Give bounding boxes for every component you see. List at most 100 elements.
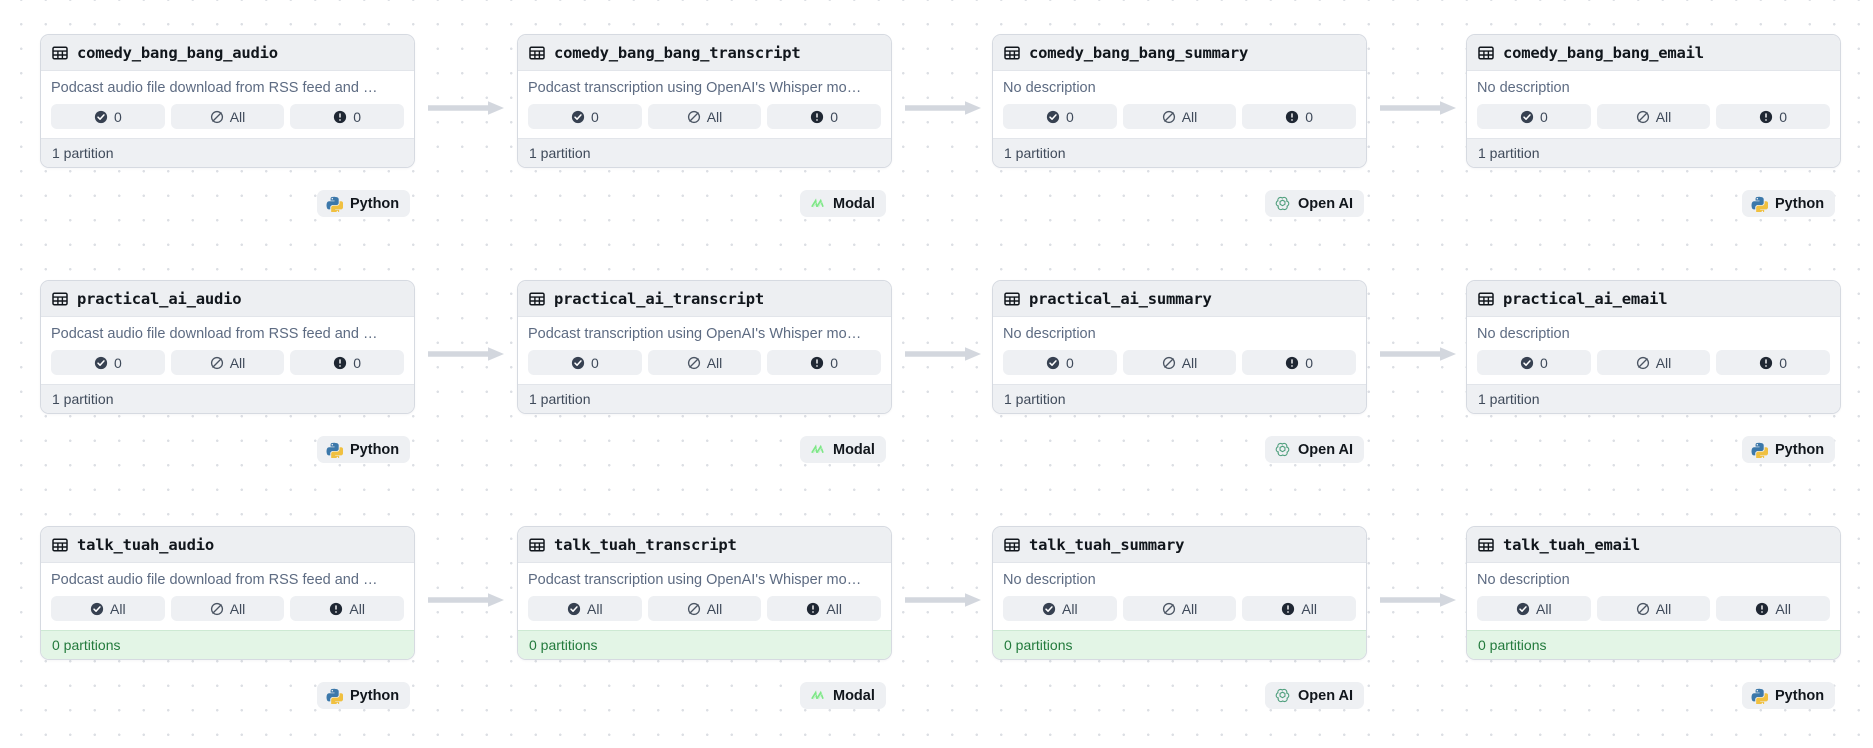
table-grid-icon: [529, 291, 545, 306]
asset-node-header[interactable]: talk_tuah_email: [1467, 527, 1840, 563]
tech-badge-python[interactable]: Python: [317, 682, 411, 709]
asset-stat-chip[interactable]: 0: [1477, 104, 1591, 129]
asset-node[interactable]: practical_ai_transcript Podcast transcri…: [517, 280, 892, 414]
asset-stat-chip[interactable]: All: [647, 596, 762, 621]
tech-badge-open-ai[interactable]: Open AI: [1265, 436, 1365, 463]
asset-stat-chip[interactable]: 0: [1003, 350, 1117, 375]
asset-node[interactable]: talk_tuah_summary No description All All: [992, 526, 1367, 660]
asset-stat-chip[interactable]: All: [1596, 104, 1711, 129]
asset-stat-value: All: [826, 600, 842, 617]
exclamation-circle-icon: [1286, 356, 1299, 369]
asset-node-header[interactable]: talk_tuah_summary: [993, 527, 1366, 563]
asset-stat-chip[interactable]: All: [1596, 596, 1711, 621]
asset-partition-count: 1 partition: [529, 391, 591, 407]
asset-node[interactable]: practical_ai_email No description 0 All: [1466, 280, 1841, 414]
asset-partition-count: 1 partition: [1004, 391, 1066, 407]
asset-stat-chip[interactable]: 0: [528, 104, 642, 129]
asset-stat-chip[interactable]: All: [528, 596, 642, 621]
asset-node-header[interactable]: practical_ai_email: [1467, 281, 1840, 317]
tech-badge-python[interactable]: Python: [1742, 436, 1836, 463]
asset-stat-chip[interactable]: 0: [528, 350, 642, 375]
asset-stat-chip[interactable]: 0: [1716, 350, 1831, 375]
asset-stat-chip[interactable]: All: [647, 350, 762, 375]
tech-badge-modal[interactable]: Modal: [800, 190, 886, 217]
asset-node-body: No description All All All: [993, 563, 1366, 630]
asset-partition-count: 1 partition: [1478, 391, 1540, 407]
asset-stat-chip[interactable]: 0: [51, 350, 165, 375]
asset-node-header[interactable]: practical_ai_transcript: [518, 281, 891, 317]
asset-stat-chip[interactable]: 0: [1003, 104, 1117, 129]
asset-stat-chip[interactable]: All: [647, 104, 762, 129]
asset-stat-chip[interactable]: All: [1242, 596, 1357, 621]
asset-stat-chip[interactable]: 0: [767, 104, 882, 129]
tech-badge-modal[interactable]: Modal: [800, 682, 886, 709]
asset-stat-chip[interactable]: 0: [51, 104, 165, 129]
asset-node-description: Podcast transcription using OpenAI's Whi…: [528, 80, 862, 96]
asset-stat-chip[interactable]: All: [170, 596, 285, 621]
asset-node[interactable]: talk_tuah_email No description All All A: [1466, 526, 1841, 660]
asset-node-header[interactable]: talk_tuah_audio: [41, 527, 414, 563]
asset-stat-chip[interactable]: 0: [1242, 350, 1357, 375]
tech-badge-label: Python: [1775, 195, 1825, 212]
tech-badge-open-ai[interactable]: Open AI: [1265, 682, 1365, 709]
asset-node[interactable]: comedy_bang_bang_email No description 0 …: [1466, 34, 1841, 168]
tech-badge-label: Open AI: [1298, 687, 1354, 704]
tech-badge-python[interactable]: Python: [1742, 682, 1836, 709]
tech-badge-modal[interactable]: Modal: [800, 436, 886, 463]
asset-stat-chip[interactable]: All: [1122, 350, 1237, 375]
tech-badge-open-ai[interactable]: Open AI: [1265, 190, 1365, 217]
asset-stat-value: 0: [830, 354, 839, 371]
table-grid-icon: [52, 537, 68, 552]
check-circle-icon: [571, 110, 585, 123]
asset-stat-value: All: [706, 354, 723, 371]
asset-stat-chip[interactable]: All: [1596, 350, 1711, 375]
asset-stat-value: All: [349, 600, 365, 617]
asset-stat-chip[interactable]: All: [1122, 104, 1237, 129]
asset-node[interactable]: talk_tuah_transcript Podcast transcripti…: [517, 526, 892, 660]
asset-stat-chip[interactable]: All: [767, 596, 882, 621]
asset-node-footer: 1 partition: [993, 138, 1366, 167]
tech-badge-python[interactable]: Python: [1742, 190, 1836, 217]
edge-arrow-icon: [428, 593, 504, 607]
asset-stat-chip[interactable]: 0: [1716, 104, 1831, 129]
exclamation-circle-icon: [1282, 602, 1295, 615]
asset-node[interactable]: comedy_bang_bang_audio Podcast audio fil…: [40, 34, 415, 168]
asset-stat-chip[interactable]: 0: [1477, 350, 1591, 375]
asset-node-title: talk_tuah_audio: [77, 535, 214, 554]
asset-stat-value: All: [1301, 600, 1317, 617]
asset-stat-row: All All All: [528, 596, 882, 621]
asset-node[interactable]: practical_ai_summary No description 0 Al…: [992, 280, 1367, 414]
asset-stat-chip[interactable]: 0: [290, 350, 405, 375]
asset-node-header[interactable]: comedy_bang_bang_transcript: [518, 35, 891, 71]
asset-stat-chip[interactable]: 0: [290, 104, 405, 129]
asset-node-header[interactable]: practical_ai_audio: [41, 281, 414, 317]
check-circle-icon: [1042, 602, 1056, 615]
asset-stat-chip[interactable]: All: [170, 350, 285, 375]
asset-stat-value: 0: [113, 108, 122, 125]
asset-partition-count: 0 partitions: [1004, 637, 1073, 653]
asset-node-header[interactable]: comedy_bang_bang_summary: [993, 35, 1366, 71]
asset-stat-chip[interactable]: All: [170, 104, 285, 129]
asset-node[interactable]: comedy_bang_bang_summary No description …: [992, 34, 1367, 168]
asset-stat-chip[interactable]: All: [1122, 596, 1237, 621]
asset-node-header[interactable]: talk_tuah_transcript: [518, 527, 891, 563]
asset-node-header[interactable]: comedy_bang_bang_email: [1467, 35, 1840, 71]
asset-stat-value: All: [229, 600, 246, 617]
asset-stat-chip[interactable]: All: [1716, 596, 1831, 621]
asset-stat-chip[interactable]: All: [1477, 596, 1591, 621]
asset-stat-chip[interactable]: All: [1003, 596, 1117, 621]
asset-node[interactable]: practical_ai_audio Podcast audio file do…: [40, 280, 415, 414]
tech-badge-python[interactable]: Python: [317, 436, 411, 463]
asset-node[interactable]: talk_tuah_audio Podcast audio file downl…: [40, 526, 415, 660]
asset-node-header[interactable]: comedy_bang_bang_audio: [41, 35, 414, 71]
asset-stat-chip[interactable]: 0: [767, 350, 882, 375]
tech-badge-python[interactable]: Python: [317, 190, 411, 217]
asset-node[interactable]: comedy_bang_bang_transcript Podcast tran…: [517, 34, 892, 168]
asset-stat-chip[interactable]: 0: [1242, 104, 1357, 129]
asset-node-header[interactable]: practical_ai_summary: [993, 281, 1366, 317]
asset-stat-row: 0 All 0: [1477, 350, 1831, 375]
asset-stat-chip[interactable]: All: [290, 596, 405, 621]
asset-stat-row: All All All: [1477, 596, 1831, 621]
asset-stat-chip[interactable]: All: [51, 596, 165, 621]
